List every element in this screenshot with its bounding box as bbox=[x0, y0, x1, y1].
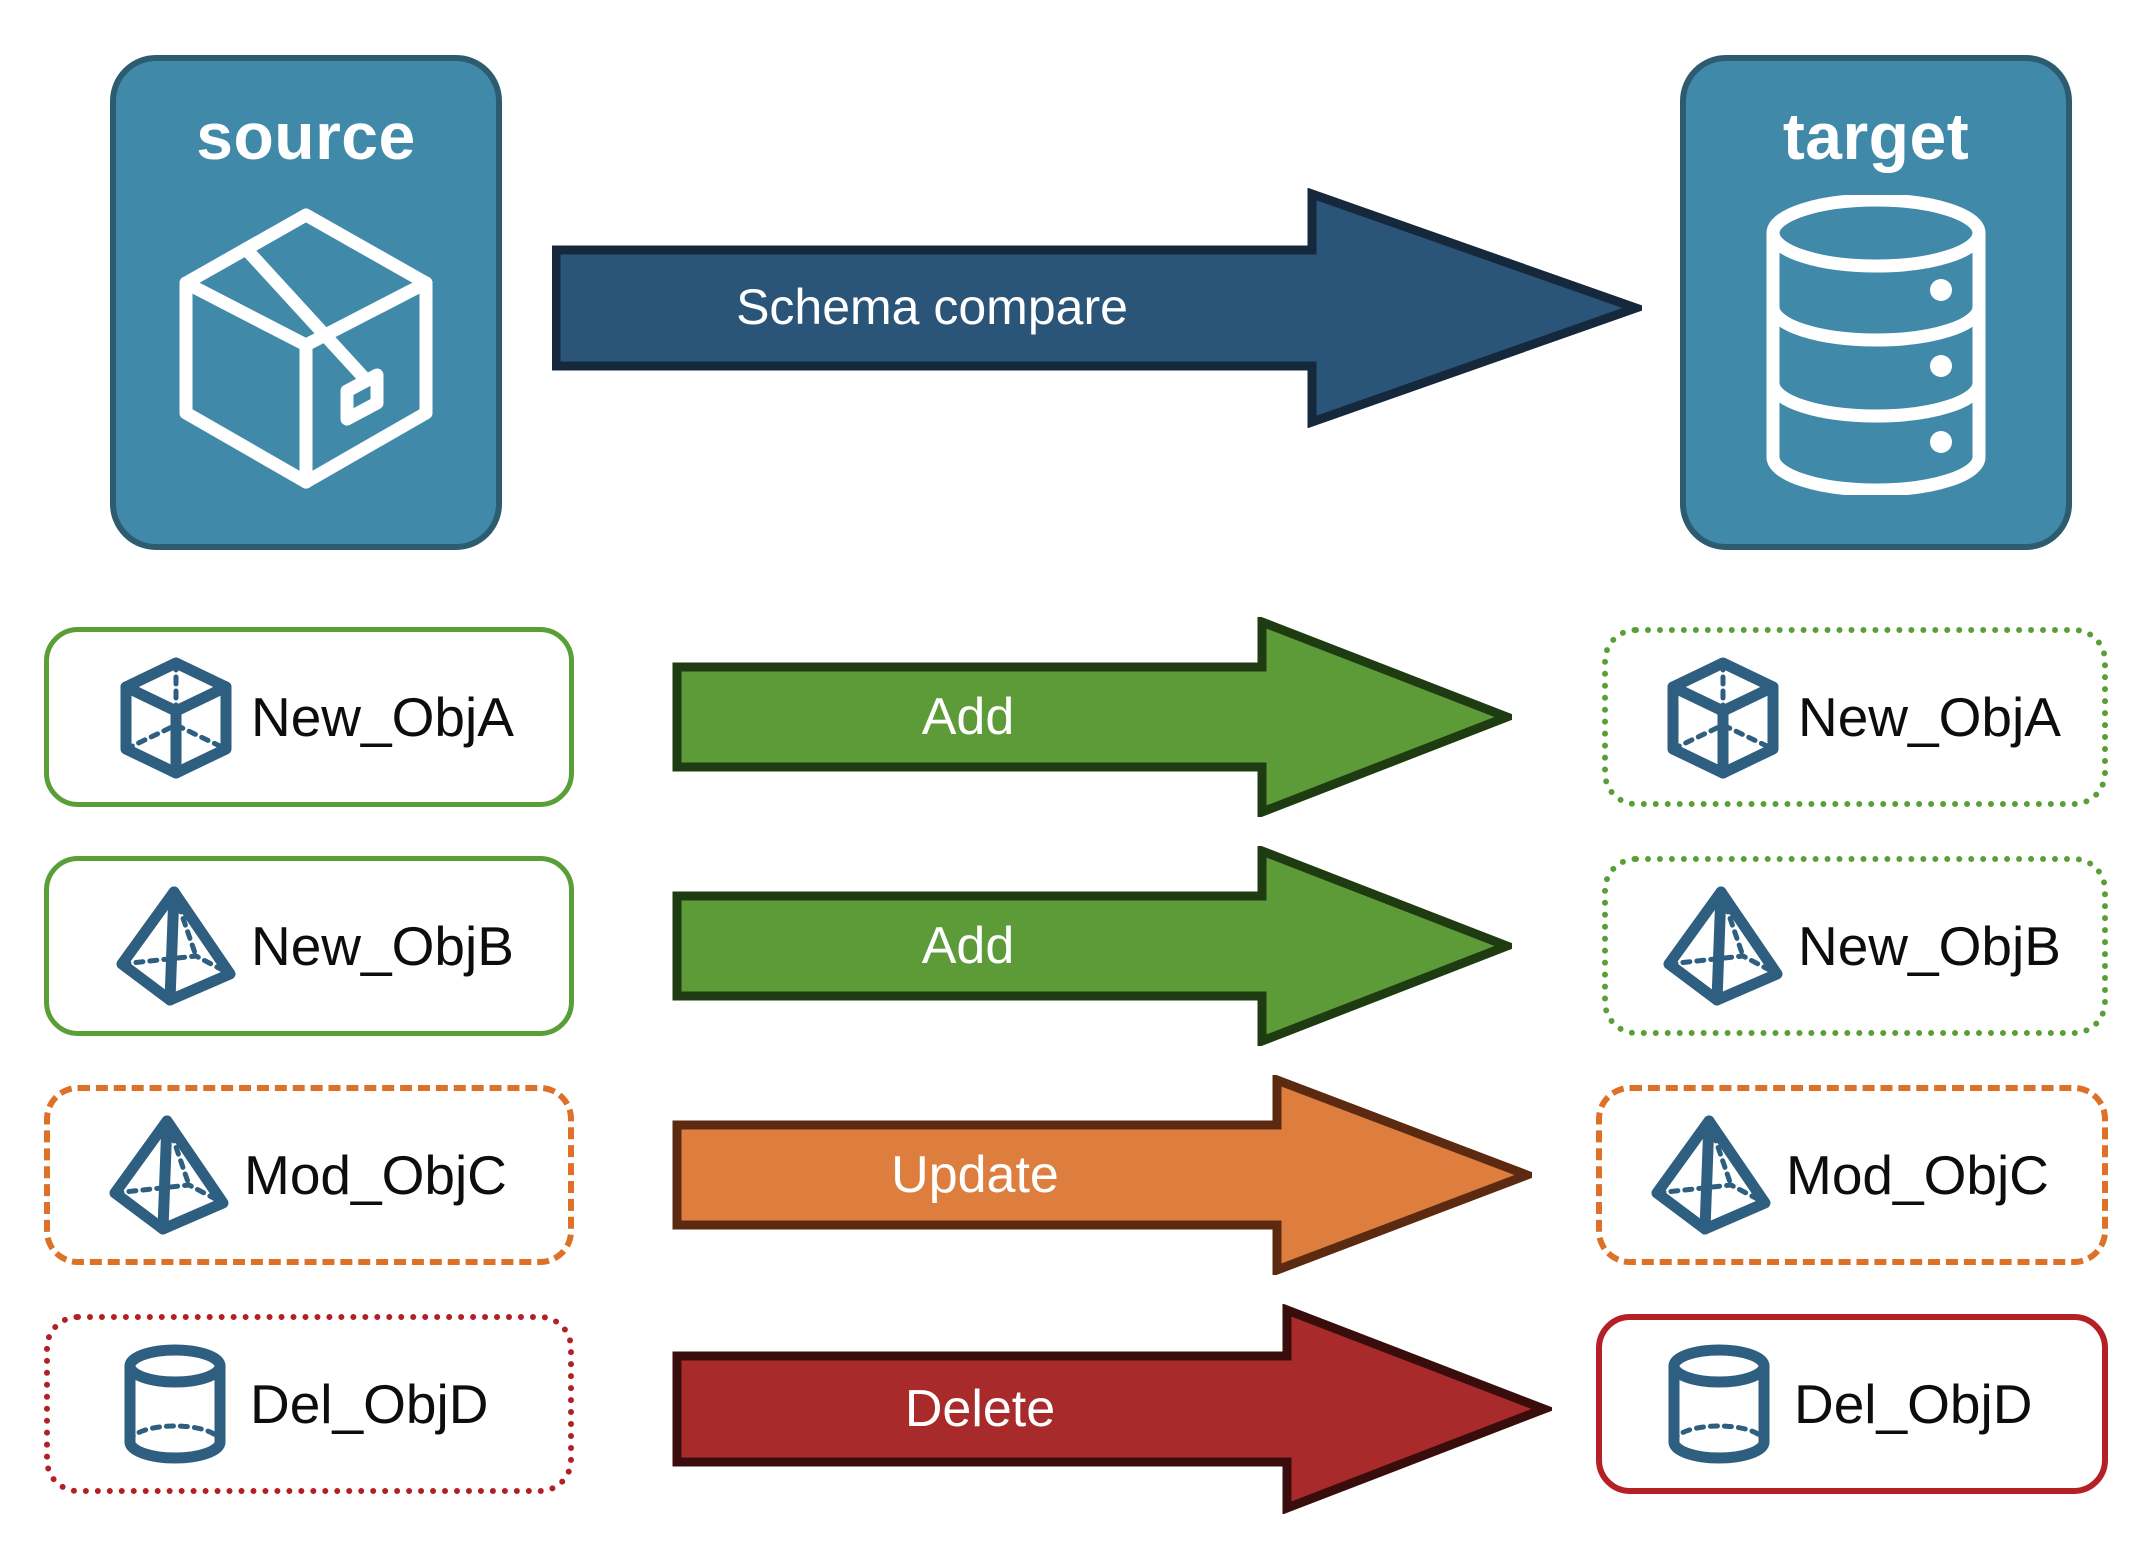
source-object-label-4: Del_ObjD bbox=[250, 1372, 489, 1435]
source-object-chip-4[interactable]: Del_ObjD bbox=[44, 1314, 574, 1494]
target-title: target bbox=[1782, 99, 1970, 173]
wireframe-pyramid-icon bbox=[1636, 1111, 1786, 1239]
source-endpoint-card[interactable]: source bbox=[110, 55, 502, 550]
target-object-label-2: New_ObjB bbox=[1798, 914, 2061, 977]
schema-compare-arrow-label: Schema compare bbox=[736, 279, 1128, 335]
target-object-label-3: Mod_ObjC bbox=[1786, 1143, 2049, 1206]
target-object-chip-1[interactable]: New_ObjA bbox=[1602, 627, 2108, 807]
target-endpoint-card[interactable]: target bbox=[1680, 55, 2072, 550]
source-title: source bbox=[196, 99, 416, 173]
action-arrow-update[interactable]: Update bbox=[672, 1073, 1540, 1277]
action-arrow-label-1: Add bbox=[921, 688, 1015, 746]
schema-compare-arrow[interactable]: Schema compare bbox=[551, 187, 1650, 429]
wireframe-pyramid-icon bbox=[1648, 882, 1798, 1010]
source-object-chip-3[interactable]: Mod_ObjC bbox=[44, 1085, 574, 1265]
target-object-chip-3[interactable]: Mod_ObjC bbox=[1596, 1085, 2108, 1265]
action-arrow-add-2[interactable]: Add bbox=[672, 844, 1520, 1048]
source-object-label-3: Mod_ObjC bbox=[244, 1143, 507, 1206]
source-object-chip-1[interactable]: New_ObjA bbox=[44, 627, 574, 807]
action-arrow-label-4: Delete bbox=[904, 1380, 1056, 1438]
source-object-label-2: New_ObjB bbox=[251, 914, 514, 977]
wireframe-pyramid-icon bbox=[94, 1111, 244, 1239]
target-object-label-4: Del_ObjD bbox=[1794, 1372, 2033, 1435]
wireframe-cylinder-icon bbox=[1644, 1340, 1794, 1468]
source-object-label-1: New_ObjA bbox=[251, 685, 514, 748]
package-box-icon bbox=[161, 195, 451, 500]
wireframe-cube-icon bbox=[1648, 653, 1798, 781]
target-object-label-1: New_ObjA bbox=[1798, 685, 2061, 748]
database-cylinder-icon bbox=[1751, 193, 2001, 500]
source-object-chip-2[interactable]: New_ObjB bbox=[44, 856, 574, 1036]
action-arrow-label-2: Add bbox=[921, 917, 1015, 975]
action-arrow-add-1[interactable]: Add bbox=[672, 615, 1520, 819]
wireframe-cube-icon bbox=[101, 653, 251, 781]
action-arrow-label-3: Update bbox=[891, 1146, 1059, 1204]
wireframe-cylinder-icon bbox=[100, 1340, 250, 1468]
wireframe-pyramid-icon bbox=[101, 882, 251, 1010]
target-object-chip-2[interactable]: New_ObjB bbox=[1602, 856, 2108, 1036]
action-arrow-delete[interactable]: Delete bbox=[672, 1303, 1557, 1515]
target-object-chip-4[interactable]: Del_ObjD bbox=[1596, 1314, 2108, 1494]
